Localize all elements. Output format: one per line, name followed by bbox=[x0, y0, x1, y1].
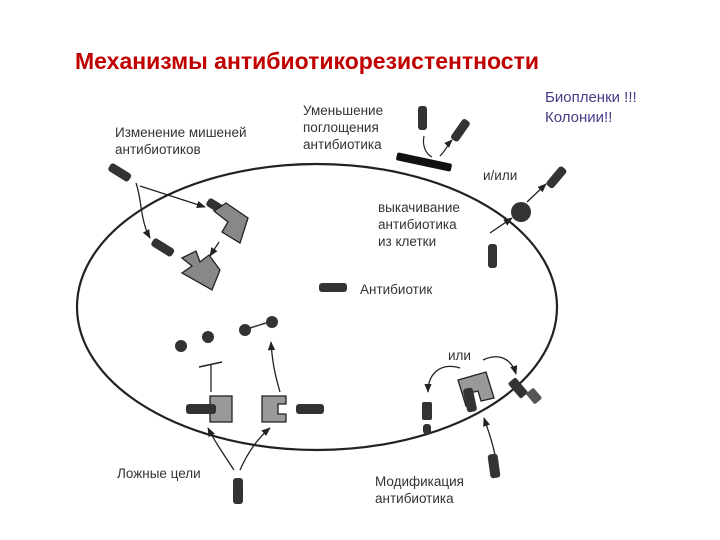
biofilm-note-line-1: Биопленки !!! bbox=[545, 89, 637, 106]
arrow bbox=[209, 241, 220, 257]
antibiotic-molecule bbox=[546, 166, 567, 189]
modified-antibiotic-part bbox=[526, 388, 542, 404]
label-modification: Модификация антибиотика bbox=[375, 474, 468, 506]
antibiotic-molecule bbox=[296, 404, 324, 414]
arrow bbox=[135, 182, 151, 239]
arrow bbox=[489, 217, 513, 234]
inhibition-bar bbox=[198, 361, 223, 368]
slide-title: Механизмы антибиотикорезистентности bbox=[75, 48, 539, 74]
target-receptor bbox=[212, 202, 249, 244]
arrow bbox=[267, 341, 281, 393]
arrow bbox=[239, 427, 271, 471]
label-efflux: выкачивание антибиотика из клетки bbox=[378, 200, 464, 249]
antibiotic-molecule bbox=[488, 244, 497, 268]
membrane-barrier bbox=[396, 152, 452, 172]
label-or: или bbox=[448, 348, 471, 363]
modifying-enzyme bbox=[457, 371, 495, 407]
biofilm-note-line-2: Колонии!! bbox=[545, 109, 613, 126]
arrow bbox=[482, 356, 518, 375]
label-decoys: Ложные цели bbox=[117, 466, 201, 481]
cell-membrane bbox=[75, 162, 559, 452]
arrow bbox=[439, 139, 453, 157]
arrow bbox=[207, 427, 235, 471]
molecule-dot bbox=[239, 324, 251, 336]
biofilm-note: Биопленки !!! Колонии!! bbox=[545, 88, 637, 128]
decoy-target bbox=[261, 395, 287, 423]
bond-line bbox=[249, 322, 267, 329]
efflux-pump bbox=[511, 202, 531, 222]
modified-antibiotic bbox=[508, 377, 528, 399]
label-uptake-reduction: Уменьшение поглощения антибиотика bbox=[303, 103, 387, 152]
arrow bbox=[526, 183, 547, 203]
antibiotic-molecule bbox=[151, 238, 175, 257]
antibiotic-molecule bbox=[108, 163, 132, 182]
arrow bbox=[139, 185, 206, 208]
label-target-change: Изменение мишеней антибиотиков bbox=[115, 125, 250, 157]
label-and-or: и/или bbox=[483, 168, 517, 183]
antibiotic-molecule bbox=[186, 404, 216, 414]
molecule-dot bbox=[266, 316, 278, 328]
antibiotic-molecule bbox=[451, 119, 470, 142]
antibiotic-molecule bbox=[487, 453, 501, 479]
label-antibiotic: Антибиотик bbox=[360, 282, 432, 297]
arrow bbox=[483, 417, 496, 456]
molecule-dot bbox=[175, 340, 187, 352]
antibiotic-legend-icon bbox=[319, 283, 347, 292]
antibiotic-molecule bbox=[463, 387, 477, 413]
arrow bbox=[424, 365, 461, 393]
molecule-dot bbox=[202, 331, 214, 343]
antibiotic-molecule bbox=[418, 106, 427, 130]
modified-antibiotic bbox=[422, 402, 432, 420]
arrow bbox=[422, 135, 433, 158]
altered-target-receptor bbox=[180, 250, 221, 291]
antibiotic-molecule bbox=[233, 478, 243, 504]
modified-antibiotic-part bbox=[423, 424, 431, 434]
